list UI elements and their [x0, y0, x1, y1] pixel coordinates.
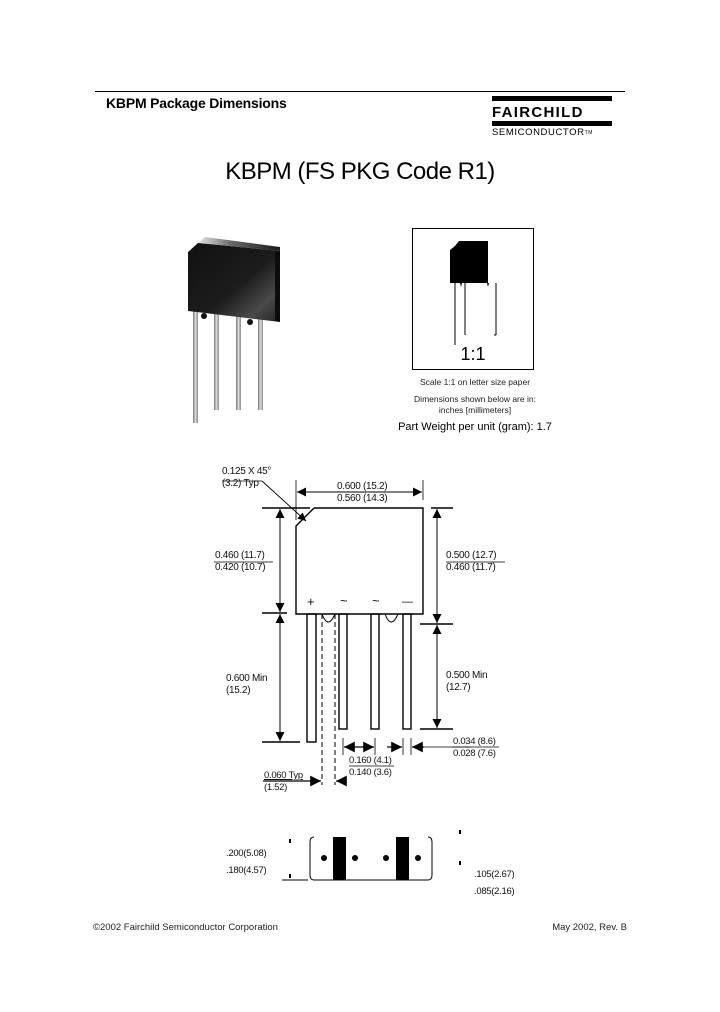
lead-length-right-dim: 0.500 Min (12.7): [446, 670, 488, 693]
lead-2: [338, 613, 348, 730]
pin-label-positive: +: [307, 594, 315, 609]
scale-note: Scale 1:1 on letter size paper: [419, 377, 531, 387]
package-body-outline: [295, 507, 424, 615]
lead-pitch-dim: 0.160 (4.1) 0.140 (3.6): [349, 755, 392, 778]
page-title: KBPM (FS PKG Code R1): [225, 158, 495, 185]
footer-copyright: ©2002 Fairchild Semiconductor Corporatio…: [93, 922, 278, 933]
bottom-width-dim: .200(5.08) .180(4.57): [226, 848, 267, 876]
lead-1: [306, 613, 317, 743]
units-note-line1: Dimensions shown below are in:: [414, 394, 536, 404]
scale-preview-box: [412, 228, 534, 370]
pin-label-ac1: ~: [340, 593, 348, 608]
part-weight: Part Weight per unit (gram): 1.7: [398, 421, 552, 433]
scale-label: 1:1: [460, 344, 486, 364]
body-height-right-dim: 0.500 (12.7) 0.460 (11.7): [446, 550, 497, 573]
body-height-left-dim: 0.460 (11.7) 0.420 (10.7): [215, 550, 266, 573]
body-width-dim: 0.600 (15.2) 0.560 (14.3): [337, 481, 388, 504]
lead-width-dim: 0.034 (8.6) 0.028 (7.6): [453, 736, 496, 759]
logo-brand: FAIRCHILD: [492, 104, 584, 121]
chamfer-dim: 0.125 X 45° (3.2) Typ: [222, 466, 272, 489]
fairchild-logo: FAIRCHILD SEMICONDUCTORTM: [492, 96, 617, 141]
units-note-line2: inches [millimeters]: [438, 405, 512, 415]
logo-bar-top: [492, 96, 612, 101]
hole-diameter-dim: 0.060 Typ (1.52): [264, 770, 303, 793]
lead-length-left-dim: 0.600 Min (15.2): [226, 673, 268, 696]
footer-revision: May 2002, Rev. B: [552, 922, 627, 933]
header-title: KBPM Package Dimensions: [106, 95, 287, 111]
bottom-thickness-dim: .105(2.67) .085(2.16): [474, 869, 515, 897]
logo-subtitle: SEMICONDUCTORTM: [492, 127, 594, 138]
logo-bar-bottom: [492, 121, 612, 126]
lead-4: [402, 613, 412, 730]
header-rule: [95, 91, 625, 92]
lead-3: [370, 613, 380, 730]
pin-label-negative: —: [402, 596, 413, 608]
lead-3d: [193, 305, 263, 423]
pin-label-ac2: ~: [372, 593, 380, 608]
